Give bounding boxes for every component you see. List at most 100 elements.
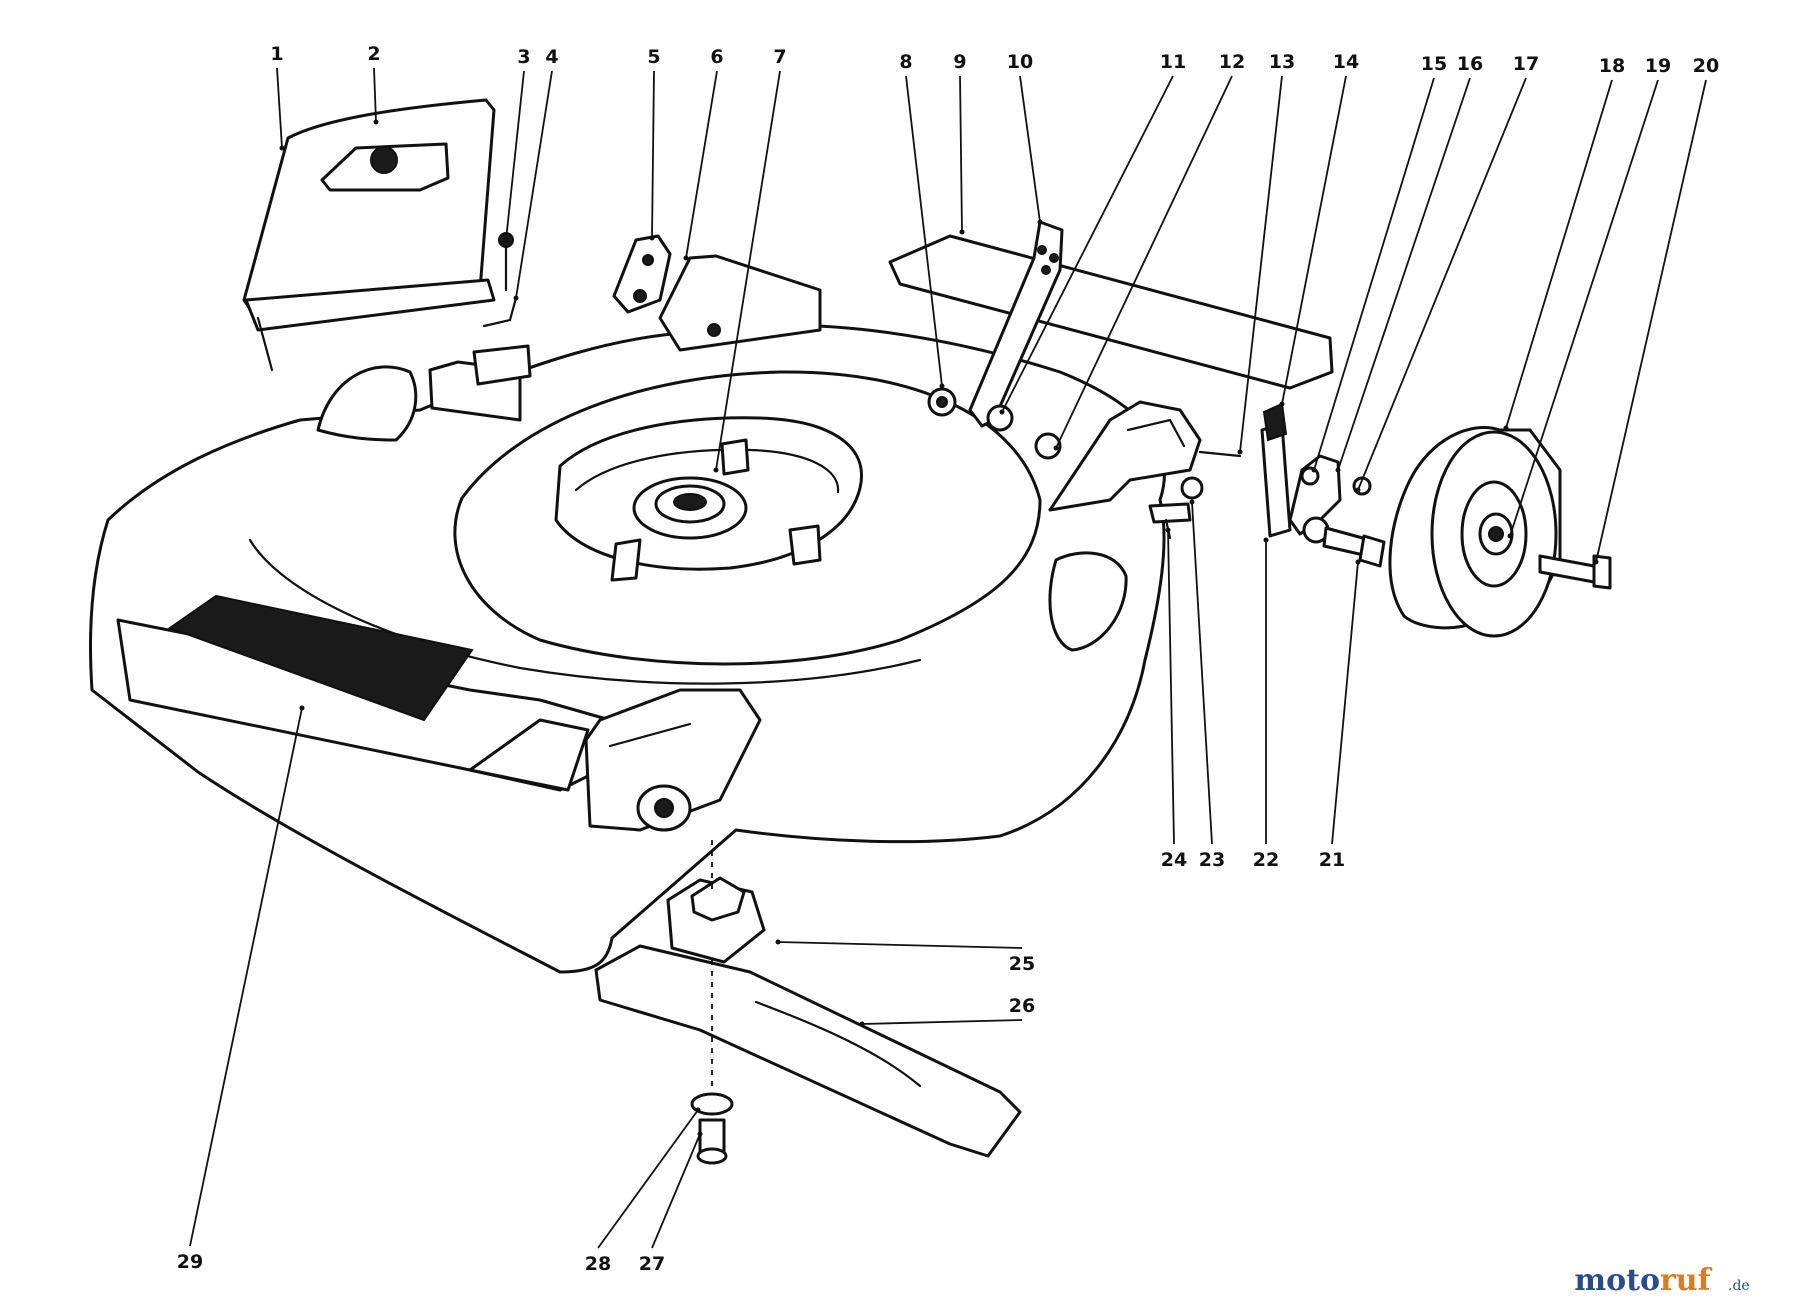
callout-number: 26 (1009, 995, 1035, 1017)
watermark: moto ruf .de (1574, 1263, 1749, 1298)
callout-anchor (1189, 499, 1195, 505)
callout-anchor (1503, 425, 1509, 431)
callout-20: 20 (1593, 55, 1719, 565)
watermark-tld: .de (1728, 1278, 1750, 1294)
callout-anchor (859, 1021, 865, 1027)
callout-19: 19 (1507, 55, 1671, 539)
callout-29: 29 (177, 705, 305, 1273)
callout-anchor (1263, 537, 1269, 543)
callout-number: 7 (773, 46, 786, 68)
callout-anchor (1593, 559, 1599, 565)
callout-22: 22 (1253, 537, 1279, 871)
callout-leader (276, 67, 283, 149)
callout-18: 18 (1503, 55, 1625, 431)
callout-number: 12 (1219, 51, 1245, 73)
callout-anchor (649, 235, 655, 241)
callout-number: 1 (270, 43, 283, 65)
callout-leader (1331, 561, 1359, 845)
front-bracket (584, 688, 762, 832)
callout-8: 8 (899, 51, 945, 389)
callout-3: 3 (503, 46, 531, 243)
callout-anchor (513, 295, 519, 301)
callout-number: 27 (639, 1253, 665, 1275)
callout-leader (905, 75, 943, 387)
callout-26: 26 (859, 995, 1035, 1027)
callout-25: 25 (775, 939, 1035, 975)
callout-number: 13 (1269, 51, 1295, 73)
callout-12: 12 (1053, 51, 1245, 451)
callout-number: 20 (1693, 55, 1719, 77)
callout-leader (373, 67, 377, 123)
callout-leader (1239, 75, 1283, 453)
callout-leader (515, 70, 553, 299)
callout-7: 7 (713, 46, 787, 473)
callout-number: 22 (1253, 849, 1279, 871)
callout-leader (959, 75, 963, 233)
callout-21: 21 (1319, 559, 1361, 871)
hinge-hardware (472, 232, 532, 386)
callout-number: 17 (1513, 53, 1539, 75)
callout-anchor (373, 119, 379, 125)
callout-28: 28 (585, 1107, 701, 1275)
callout-14: 14 (1279, 51, 1359, 407)
callout-17: 17 (1355, 53, 1539, 493)
callout-1: 1 (270, 43, 285, 151)
callout-leader (861, 1019, 1023, 1025)
callout-anchor (1165, 527, 1171, 533)
wheel-arm (1288, 454, 1386, 568)
callout-leader (651, 70, 655, 239)
callout-9: 9 (953, 51, 967, 235)
callout-leader (189, 707, 303, 1247)
callout-leader (1357, 77, 1527, 491)
callout-leader (1281, 75, 1347, 405)
callout-anchor (1237, 449, 1243, 455)
blade-adapter (666, 876, 766, 964)
callout-anchor (697, 1131, 703, 1137)
callout-leader (1595, 79, 1707, 563)
callout-anchor (713, 467, 719, 473)
callout-11: 11 (999, 51, 1186, 415)
callout-number: 11 (1160, 51, 1186, 73)
callout-16: 16 (1335, 53, 1483, 473)
callout-anchor (999, 409, 1005, 415)
callout-number: 15 (1421, 53, 1447, 75)
badge-icon (370, 146, 398, 174)
callout-number: 9 (953, 51, 966, 73)
callout-number: 2 (367, 43, 380, 65)
decal-plate (167, 594, 474, 722)
callout-10: 10 (1007, 51, 1043, 225)
callout-number: 18 (1599, 55, 1625, 77)
callout-leader (1055, 75, 1233, 449)
callout-number: 25 (1009, 953, 1035, 975)
callout-number: 16 (1457, 53, 1483, 75)
blade-bolt (690, 1092, 734, 1165)
callout-anchor (959, 229, 965, 235)
callout-5: 5 (647, 46, 661, 241)
cutting-blade (594, 944, 1022, 1158)
callout-anchor (1311, 467, 1317, 473)
callout-leader (685, 70, 718, 259)
callout-number: 5 (647, 46, 660, 68)
callout-leader (1505, 79, 1613, 429)
callout-number: 28 (585, 1253, 611, 1275)
callout-23: 23 (1189, 499, 1225, 871)
callout-number: 24 (1161, 849, 1187, 871)
callout-2: 2 (367, 43, 381, 125)
callout-anchor (683, 255, 689, 261)
grass-deflector (242, 98, 496, 372)
callout-number: 14 (1333, 51, 1359, 73)
callout-6: 6 (683, 46, 724, 261)
callout-anchor (1037, 219, 1043, 225)
callout-anchor (503, 237, 509, 243)
callout-leader (777, 941, 1023, 949)
callout-anchor (695, 1107, 701, 1113)
callout-number: 29 (177, 1251, 203, 1273)
callout-anchor (1279, 401, 1285, 407)
callout-number: 10 (1007, 51, 1033, 73)
rear-bracket-left (612, 234, 822, 352)
callout-leader (715, 70, 781, 471)
callout-4: 4 (513, 46, 559, 301)
callout-anchor (1335, 467, 1341, 473)
callout-number: 4 (545, 46, 558, 68)
